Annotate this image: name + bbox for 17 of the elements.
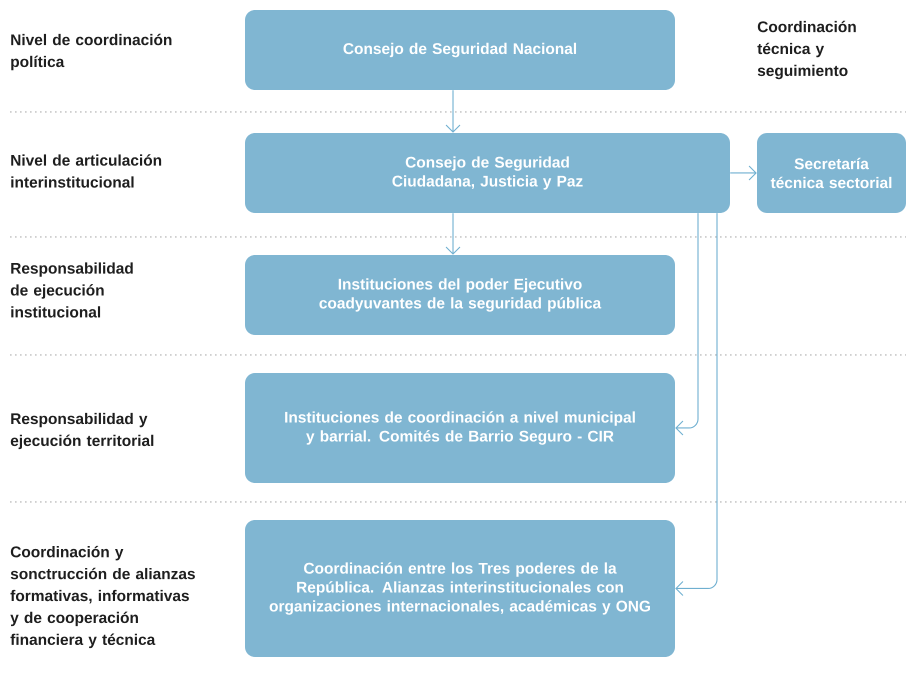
- process-box: Secretaría técnica sectorial: [757, 132, 906, 213]
- level-label: Responsabilidad de ejecución institucional: [10, 262, 133, 318]
- process-box: Instituciones de coordinación a nivel municipal y barrial. Comités de Barrio Seguro - CIR: [245, 372, 675, 483]
- process-box: Consejo de Seguridad Ciudadana, Justicia y Paz: [245, 132, 730, 213]
- process-box: Coordinación entre los Tres poderes de la República. Alianzas interinstitucionales con organizaciones internacionales, académicas y ONG: [245, 520, 675, 657]
- arrow: [446, 90, 460, 133]
- arrow: [675, 213, 699, 436]
- arrow: [446, 213, 460, 255]
- level-label: Coordinación técnica y seguimiento: [757, 20, 856, 80]
- process-box: Consejo de Seguridad Nacional: [245, 10, 675, 90]
- level-label: Coordinación y sonctrucción de alianzas formativas, informativas y de cooperación financiera y técnica: [10, 546, 195, 648]
- process-box: Instituciones del poder Ejecutivo coadyuvantes de la seguridad pública: [245, 254, 675, 335]
- level-label: Responsabilidad y ejecución territorial: [10, 412, 154, 450]
- arrow: [675, 213, 718, 596]
- level-label: Nivel de articulación interinstitucional: [11, 154, 162, 188]
- arrow: [730, 166, 757, 180]
- level-label: Nivel de coordinación política: [11, 34, 172, 70]
